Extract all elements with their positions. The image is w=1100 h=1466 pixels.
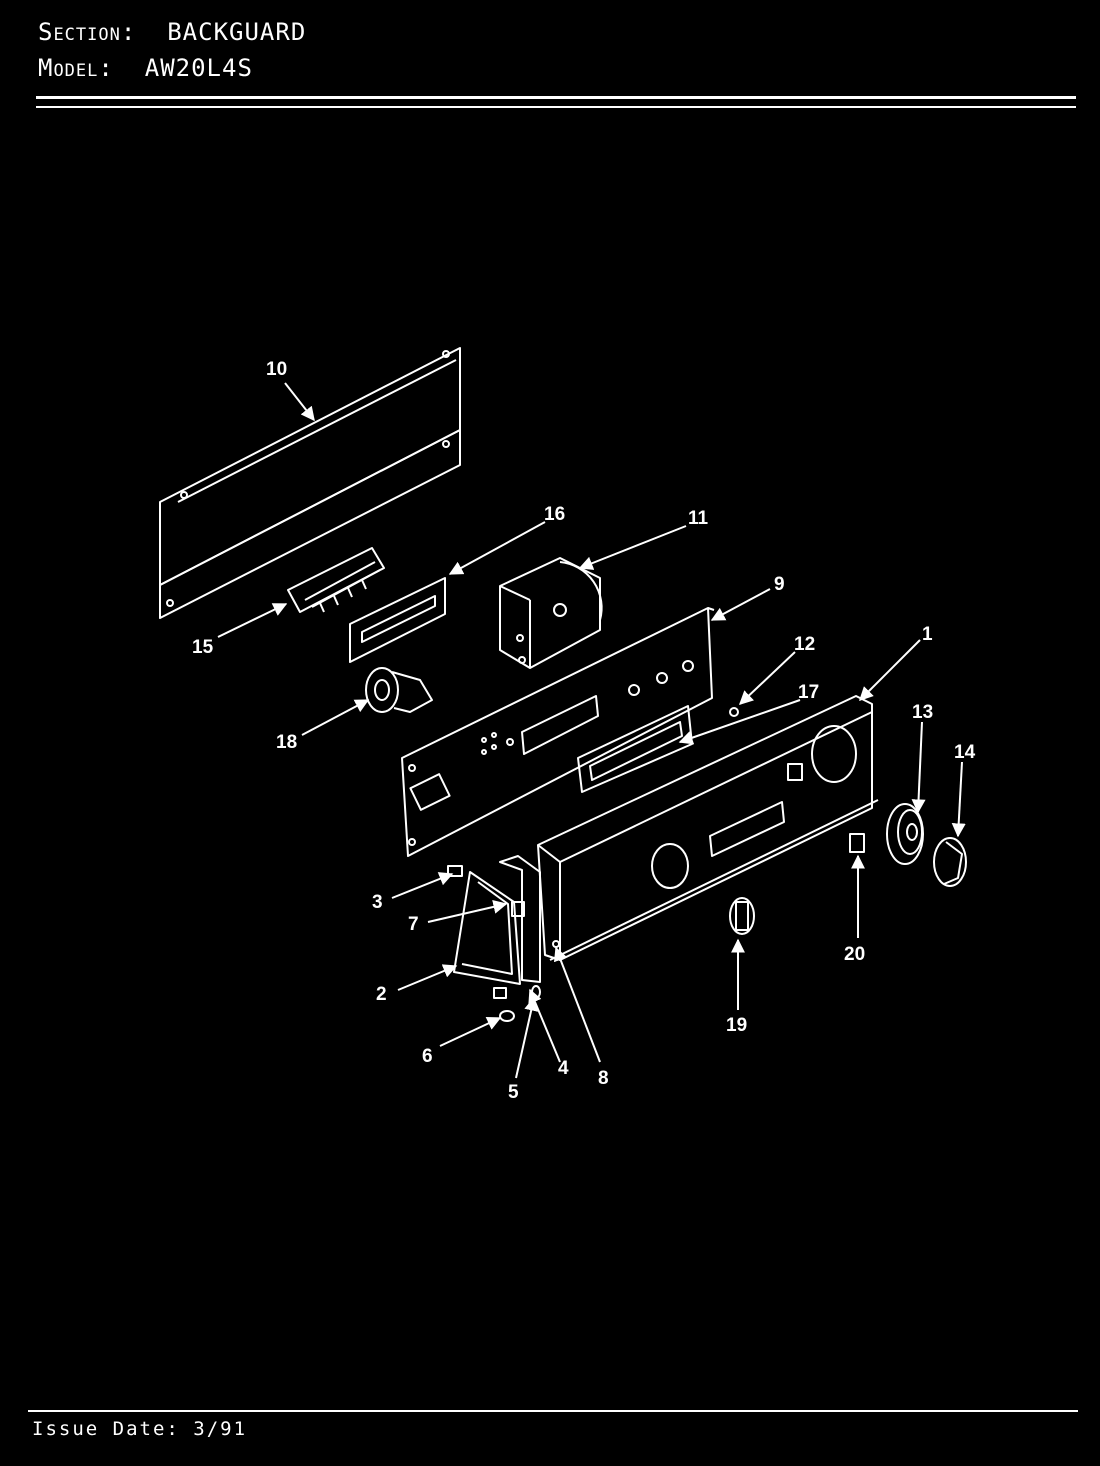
bracket-part bbox=[349, 577, 446, 663]
fastener-part bbox=[552, 940, 560, 948]
issue-date-line: Issue Date: 3/91 bbox=[32, 1418, 247, 1440]
callout-9: 9 bbox=[774, 574, 785, 595]
callout-13: 13 bbox=[912, 702, 933, 723]
control-panel-part bbox=[401, 607, 715, 857]
footer-rule bbox=[28, 1410, 1078, 1412]
header-rule-top bbox=[36, 96, 1076, 99]
callout-2: 2 bbox=[376, 984, 387, 1005]
callout-20: 20 bbox=[844, 944, 865, 965]
callout-1: 1 bbox=[922, 624, 933, 645]
callout-12: 12 bbox=[794, 634, 815, 655]
callout-10: 10 bbox=[266, 359, 287, 380]
callout-7: 7 bbox=[408, 914, 419, 935]
callout-labels: 10 15 16 11 9 12 17 1 13 14 18 3 7 2 6 5… bbox=[192, 359, 976, 1103]
model-line: Model: AW20L4S bbox=[38, 54, 253, 82]
washer-part bbox=[729, 707, 739, 717]
nut-part bbox=[499, 1010, 515, 1022]
terminal-block-part bbox=[287, 547, 385, 613]
callout-11: 11 bbox=[688, 508, 709, 529]
callout-17: 17 bbox=[798, 682, 819, 703]
selector-knob-part bbox=[729, 897, 755, 935]
clip-part bbox=[447, 865, 463, 877]
model-label: Model: bbox=[38, 54, 114, 82]
header-rule-bottom bbox=[36, 106, 1076, 108]
callout-16: 16 bbox=[544, 504, 565, 525]
callout-3: 3 bbox=[372, 892, 383, 913]
callout-15: 15 bbox=[192, 637, 214, 658]
lens-part bbox=[577, 705, 693, 793]
callout-18: 18 bbox=[276, 732, 297, 753]
issue-date-label: Issue Date: bbox=[32, 1418, 180, 1440]
leader-lines bbox=[217, 382, 966, 1079]
section-value: BACKGUARD bbox=[167, 18, 307, 46]
callout-14: 14 bbox=[954, 742, 976, 763]
section-label: Section: bbox=[38, 18, 137, 46]
callout-19: 19 bbox=[726, 1015, 747, 1036]
end-cap-part bbox=[453, 871, 525, 999]
timer-part bbox=[499, 557, 603, 669]
button-part bbox=[849, 833, 865, 853]
switch-part bbox=[365, 667, 433, 713]
callout-5: 5 bbox=[508, 1082, 519, 1103]
knob-part bbox=[933, 837, 967, 887]
issue-date-value: 3/91 bbox=[193, 1418, 248, 1440]
callout-6: 6 bbox=[422, 1046, 433, 1067]
model-value: AW20L4S bbox=[144, 54, 253, 82]
console-part bbox=[537, 695, 879, 961]
dial-part bbox=[886, 803, 924, 865]
section-line: Section: BACKGUARD bbox=[38, 18, 306, 46]
callout-4: 4 bbox=[558, 1058, 569, 1079]
callout-8: 8 bbox=[598, 1068, 609, 1089]
rear-panel-part bbox=[159, 347, 461, 619]
side-trim-part bbox=[499, 855, 541, 983]
